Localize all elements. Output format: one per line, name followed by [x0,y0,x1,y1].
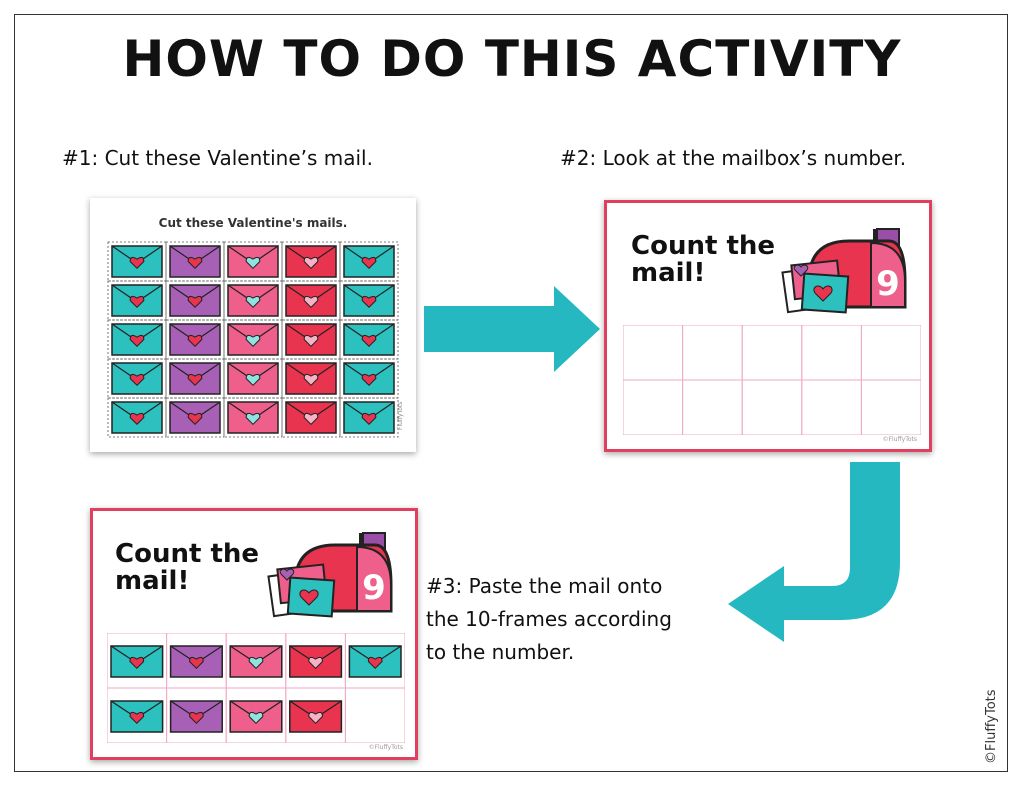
credit-text: ©FluffyTots [984,689,999,764]
cut-sheet-title: Cut these Valentine's mails. [158,216,348,230]
pasted-envelope-icon [229,700,283,733]
envelope-icon [227,284,279,317]
envelope-icon [285,284,337,317]
step-3-text: #3: Paste the mail onto the 10-frames ac… [426,570,672,669]
ten-frame-cell [801,379,862,435]
mailbox-icon-2: 9 [267,532,393,618]
pasted-envelope-icon [229,645,283,678]
ten-frame-cell [741,379,803,435]
step-3-line-1: #3: Paste the mail onto [426,574,663,598]
envelope-icon [343,362,395,395]
ten-frame-cell [623,325,684,381]
envelope-icon [227,245,279,278]
pasted-envelope-icon [169,645,223,678]
ten-frame-cell [623,379,684,435]
envelope-icon [227,323,279,356]
envelope-icon [111,323,163,356]
envelope-icon [343,284,395,317]
cut-sheet-card: Cut these Valentine's mails. FluffyTots [90,198,416,452]
envelope-icon [227,362,279,395]
count-card-heading: Count the mail! [631,231,776,289]
mailbox-number-2: 9 [362,568,386,608]
cut-sheet-envelope-grid [107,241,399,438]
pasted-card: Count the mail! 9 ©FluffyTots [90,508,418,760]
pasted-card-heading: Count the mail! [115,539,260,597]
arrow-right-icon [424,286,600,372]
count-card-heading-line-1: Count the [631,231,776,261]
envelope-icon [111,401,163,434]
cut-cell [281,397,341,438]
count-card: Count the mail! 9 ©FluffyTots [604,200,932,452]
envelope-icon [111,284,163,317]
pasted-envelope-icon [110,645,164,678]
arrow-curved-icon [728,462,900,642]
ten-frame-empty [623,325,921,435]
pasted-card-heading-line-1: Count the [115,539,260,569]
mailbox-icon: 9 [781,228,907,314]
cut-cell [165,397,225,438]
step-2-text: #2: Look at the mailbox’s number. [560,146,907,170]
ten-frame-cell [682,325,743,381]
page-title: HOW TO DO THIS ACTIVITY [122,30,902,88]
envelope-icon [169,284,221,317]
envelope-icon [169,245,221,278]
step-3-line-2: the 10-frames according [426,607,672,631]
envelope-icon [285,323,337,356]
page-frame [14,14,1008,772]
pasted-envelope-icon [289,700,343,733]
envelope-icon [169,401,221,434]
envelope-icon [111,245,163,278]
ten-frame-cell [860,325,921,381]
envelope-icon [285,401,337,434]
envelope-icon [343,401,395,434]
count-card-mark: ©FluffyTots [882,436,917,443]
ten-frame-filled [107,633,405,743]
envelope-icon [227,401,279,434]
mailbox-number: 9 [876,264,900,304]
ten-frame-cell [741,325,803,381]
pasted-envelope-icon [110,700,164,733]
step-1-text: #1: Cut these Valentine’s mail. [62,146,373,170]
count-card-heading-line-2: mail! [631,258,706,289]
pasted-envelope-icon [289,645,343,678]
envelope-icon [169,362,221,395]
envelope-icon [343,245,395,278]
cut-cell [223,397,283,438]
envelope-icon [169,323,221,356]
step-3-line-3: to the number. [426,640,575,664]
ten-frame-cell [860,379,921,435]
pasted-envelope-icon [348,645,402,678]
pasted-envelope-icon [169,700,223,733]
cut-cell [339,397,399,438]
ten-frame-cell [801,325,862,381]
ten-frame-cell [682,379,743,435]
pasted-card-heading-line-2: mail! [115,566,190,597]
ten-frame-cell [344,687,405,743]
cut-sheet-mark: FluffyTots [397,401,404,430]
envelope-icon [111,362,163,395]
envelope-icon [285,362,337,395]
cut-cell [107,397,167,438]
envelope-icon [285,245,337,278]
envelope-icon [343,323,395,356]
pasted-card-mark: ©FluffyTots [368,744,403,751]
